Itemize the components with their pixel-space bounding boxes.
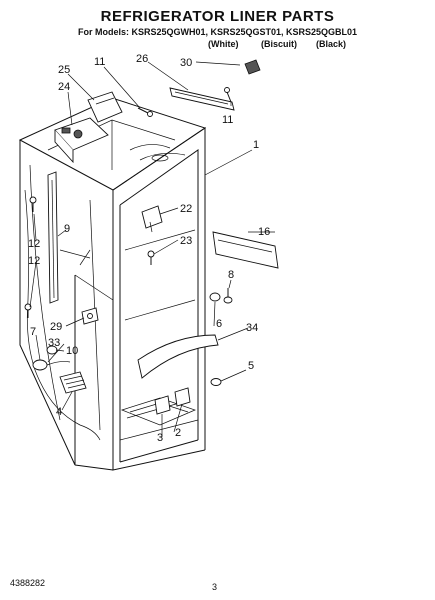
callout-29: 29 — [50, 321, 62, 333]
bracket-2 — [174, 387, 191, 407]
callout-8: 8 — [228, 269, 234, 281]
color-black: (Black) — [316, 39, 347, 49]
callout-11-right: 11 — [222, 114, 233, 126]
document-number: 4388282 — [10, 578, 46, 588]
callout-34: 34 — [246, 322, 258, 334]
color-biscuit: (Biscuit) — [261, 39, 297, 49]
callout-4: 4 — [56, 406, 62, 418]
bracket-3 — [154, 395, 171, 415]
screw-12-lower — [24, 303, 32, 318]
callout-30: 30 — [180, 57, 192, 69]
page-title: REFRIGERATOR LINER PARTS — [100, 8, 335, 25]
trim-16 — [212, 231, 279, 269]
screw-12-upper — [29, 196, 37, 212]
callout-10: 10 — [66, 345, 78, 357]
callout-7: 7 — [30, 326, 36, 338]
callout-16: 16 — [258, 226, 270, 238]
refrigerator-liner — [18, 97, 207, 471]
thermostat-7 — [32, 359, 71, 371]
leader-lines — [29, 61, 275, 437]
callout-6: 6 — [216, 318, 222, 330]
callout-12-lower: 12 — [28, 255, 40, 267]
callout-25: 25 — [58, 64, 70, 76]
callout-12-upper: 12 — [28, 238, 40, 250]
callout-1: 1 — [253, 139, 259, 151]
callout-26: 26 — [136, 53, 148, 65]
sensor-clip-29 — [81, 307, 99, 325]
left-wall-rail — [47, 171, 59, 304]
callout-5: 5 — [248, 360, 254, 372]
callout-24: 24 — [58, 81, 70, 93]
callout-23: 23 — [180, 235, 192, 247]
callout-9: 9 — [64, 223, 70, 235]
screw-11-right — [224, 87, 232, 103]
control-housing-24 — [54, 117, 109, 164]
part-6 — [209, 292, 221, 302]
callout-22: 22 — [180, 203, 192, 215]
shelf-cover-34 — [137, 334, 219, 379]
air-duct-housing-25 — [87, 91, 123, 123]
models-line: For Models: KSRS25QGWH01, KSRS25QGST01, … — [77, 27, 358, 37]
part-8 — [223, 288, 233, 304]
screw-11-top — [137, 107, 153, 117]
color-white: (White) — [208, 39, 239, 49]
callout-3: 3 — [157, 432, 163, 444]
light-shield-4 — [59, 371, 87, 394]
callout-11-top: 11 — [94, 56, 105, 68]
screw-23 — [147, 250, 155, 265]
callout-2: 2 — [175, 427, 181, 439]
callout-33: 33 — [48, 337, 60, 349]
cap-30 — [244, 59, 261, 75]
callouts: 30 26 11 25 24 11 1 22 16 23 9 12 12 8 2… — [28, 53, 270, 444]
page-number: 3 — [212, 582, 218, 592]
part-5 — [210, 378, 222, 386]
bracket-22 — [141, 205, 163, 233]
rail-26 — [169, 87, 235, 111]
